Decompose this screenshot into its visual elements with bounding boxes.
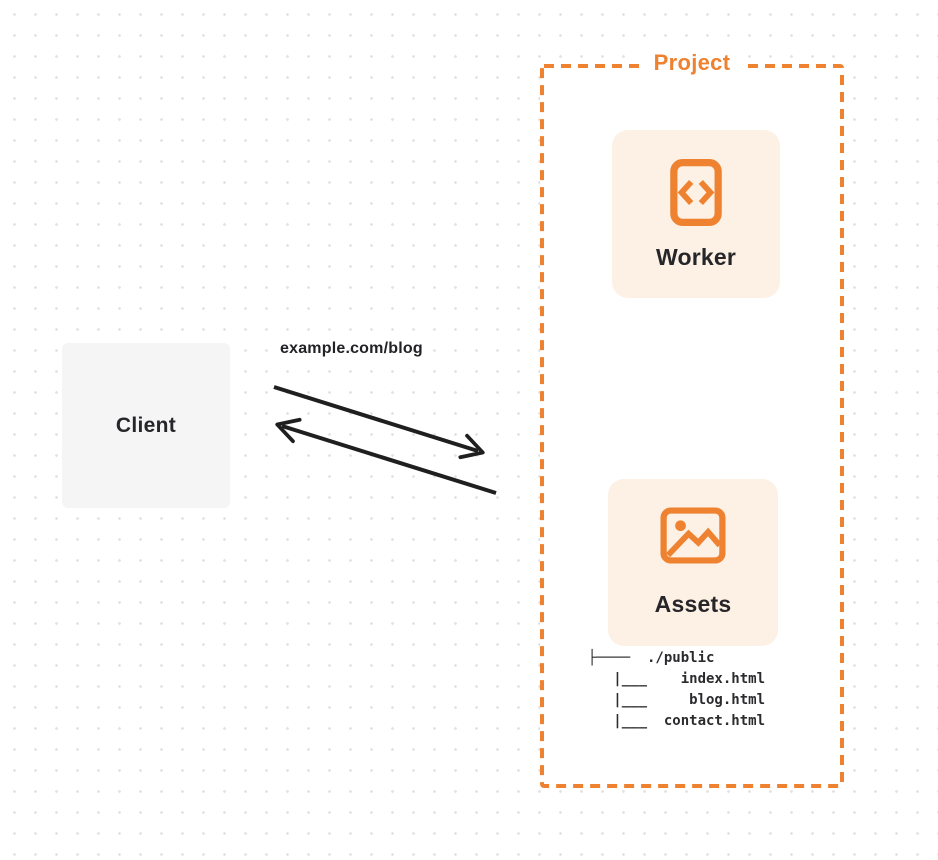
code-icon	[670, 158, 722, 226]
file-tree-line-index: |___ index.html	[588, 671, 766, 687]
project-dashed-border	[540, 64, 844, 788]
client-label: Client	[115, 413, 177, 437]
project-title: Project	[641, 49, 743, 76]
worker-label: Worker	[655, 243, 737, 270]
image-icon	[660, 507, 726, 564]
file-tree-line-blog: |___ blog.html	[588, 692, 766, 708]
assets-label: Assets	[654, 591, 732, 617]
assets-node: Assets	[608, 479, 778, 646]
file-tree-line-public: ├──── ./public	[588, 650, 715, 666]
response-arrow	[275, 417, 497, 495]
request-url-label: example.com/blog	[280, 340, 423, 357]
request-arrow	[273, 385, 485, 460]
file-tree: ├──── ./public |___ index.html |___ blog…	[588, 648, 765, 732]
file-tree-line-contact: |___ contact.html	[588, 713, 766, 729]
client-node: Client	[62, 343, 230, 508]
worker-node: Worker	[612, 130, 780, 298]
